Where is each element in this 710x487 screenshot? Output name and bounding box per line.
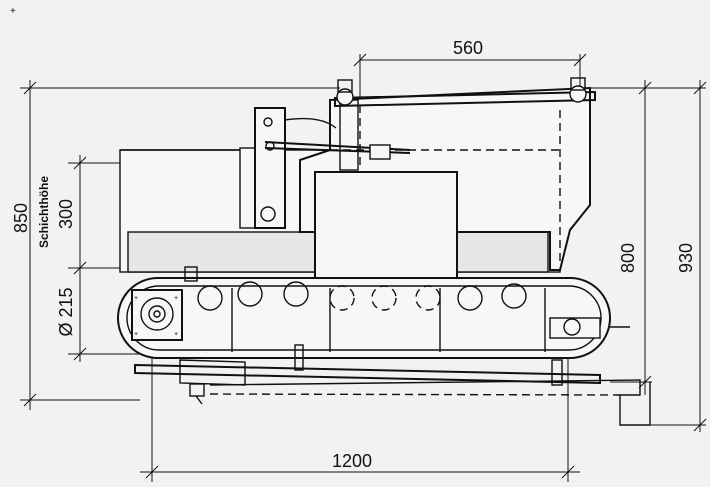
dim-800-label: 800 bbox=[618, 243, 638, 273]
dim-560-label: 560 bbox=[453, 38, 483, 58]
layer-height-caption: Schichthöhe bbox=[37, 176, 51, 248]
svg-text:+: + bbox=[174, 331, 178, 338]
svg-text:+: + bbox=[134, 331, 138, 338]
dim-300-label: 300 bbox=[56, 199, 76, 229]
svg-text:+: + bbox=[134, 295, 138, 302]
dim-1200-label: 1200 bbox=[332, 451, 372, 471]
svg-text:+: + bbox=[174, 295, 178, 302]
dim-850-label: 850 bbox=[11, 203, 31, 233]
track-rollers bbox=[197, 281, 527, 311]
corner-mark: + bbox=[10, 6, 16, 17]
machine-body: + + + + bbox=[117, 77, 651, 426]
dim-diameter-label: Ø 215 bbox=[56, 287, 76, 336]
dim-930-label: 930 bbox=[676, 243, 696, 273]
